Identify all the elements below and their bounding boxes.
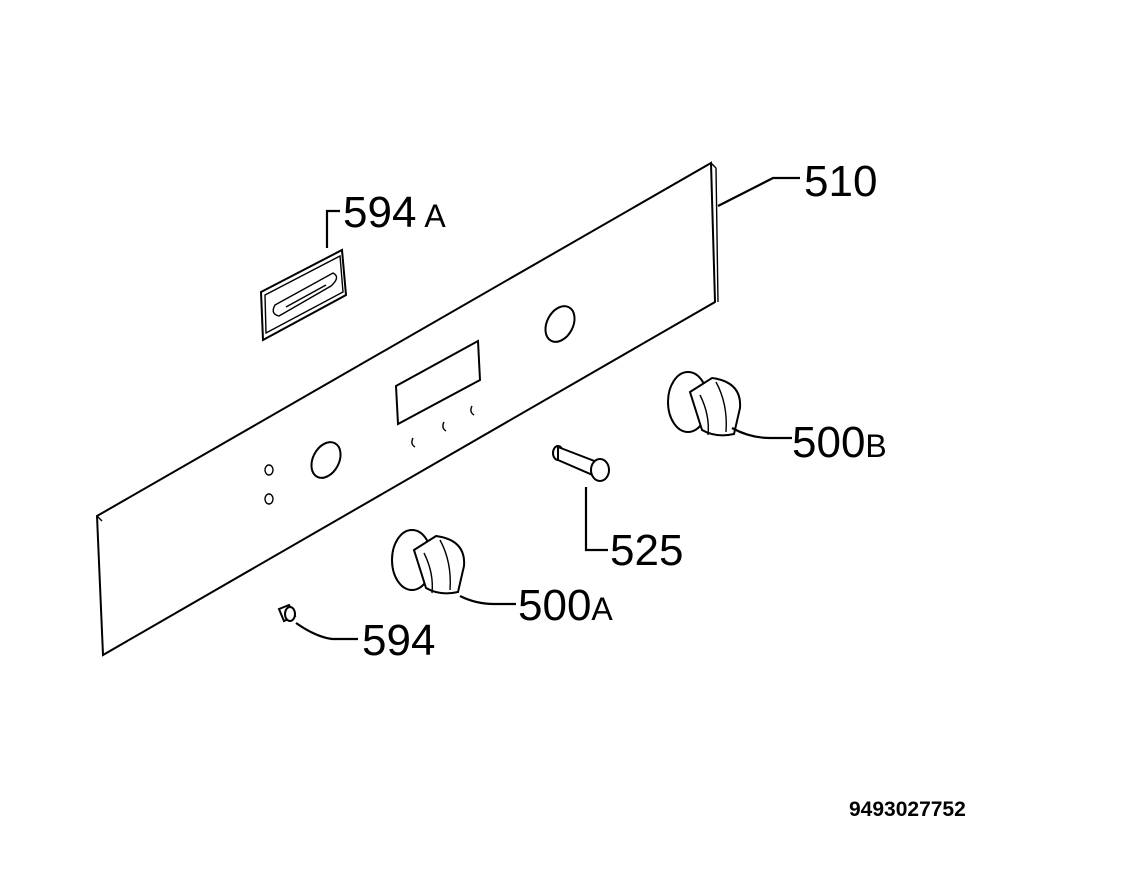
panel-button-2	[442, 421, 447, 432]
lamp-hole-2	[264, 493, 274, 505]
screw-525	[552, 445, 610, 482]
lamp-594	[277, 603, 297, 623]
display-window	[394, 339, 482, 426]
panel-button-1	[411, 437, 416, 448]
knob-500a	[391, 529, 466, 595]
label-screw: 525	[610, 526, 683, 575]
lamp-hole-1	[264, 464, 274, 476]
label-knob-right: 500B	[792, 418, 887, 467]
knob-hole-right	[544, 305, 576, 343]
label-panel: 510	[804, 157, 877, 206]
leader-lines	[295, 176, 800, 641]
label-knob-left: 500A	[518, 581, 613, 630]
knob-hole-left	[310, 441, 342, 479]
diagram-code: 9493027752	[849, 798, 966, 821]
panel-button-3	[470, 405, 475, 416]
label-lamp: 594	[362, 616, 435, 665]
control-panel	[95, 161, 719, 657]
badge-594a	[259, 248, 348, 342]
knob-500b	[667, 371, 742, 437]
